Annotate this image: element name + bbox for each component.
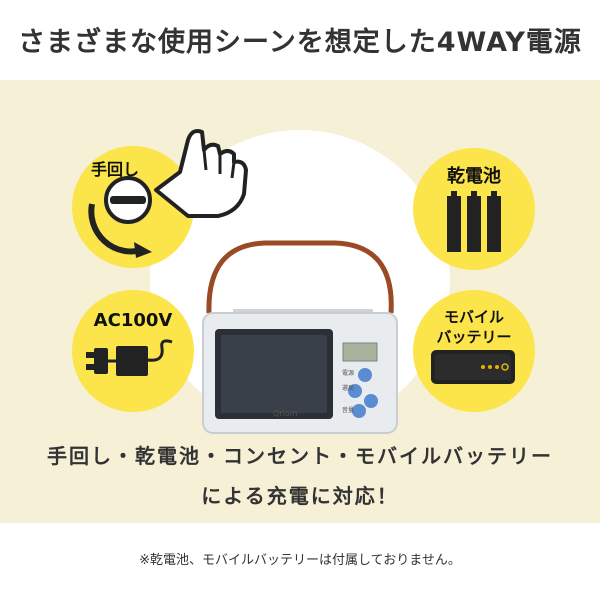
pointing-hand-icon xyxy=(154,129,248,218)
radio-brand: Qriom xyxy=(273,409,298,418)
ac-adapter-icon xyxy=(86,339,173,376)
mobile-battery-badge: モバイル バッテリー xyxy=(413,290,535,412)
battery-label: 乾電池 xyxy=(447,166,501,187)
mobile-label-2: バッテリー xyxy=(436,328,512,346)
page-title: さまざまな使用シーンを想定した4WAY電源 xyxy=(18,27,582,58)
caption-line-2: による充電に対応！ xyxy=(201,484,399,508)
battery-icon xyxy=(447,191,501,252)
mobile-label-1: モバイル xyxy=(443,308,504,326)
radio-button-label-2: 選局 xyxy=(342,385,355,392)
radio-button-label-3: 音量 xyxy=(342,407,355,414)
feature-panel: 手回し 乾電池 AC100V xyxy=(0,80,600,523)
hand-crank-label: 手回し xyxy=(90,160,139,179)
radio-illustration xyxy=(202,240,398,434)
hand-crank-icon xyxy=(88,176,152,258)
hand-crank-badge: 手回し xyxy=(72,146,194,268)
battery-badge: 乾電池 xyxy=(413,148,535,270)
ac-label: AC100V xyxy=(93,310,173,331)
ac-badge: AC100V xyxy=(72,290,194,412)
caption-line-1: 手回し・乾電池・コンセント・モバイルバッテリー xyxy=(47,444,553,468)
footnote: ※乾電池、モバイルバッテリーは付属しておりません。 xyxy=(139,553,461,568)
radio-button-label-1: 電源 xyxy=(342,370,355,377)
mobile-battery-icon xyxy=(431,350,515,384)
radio-device: Qriom 電源 選局 音量 xyxy=(195,205,405,465)
